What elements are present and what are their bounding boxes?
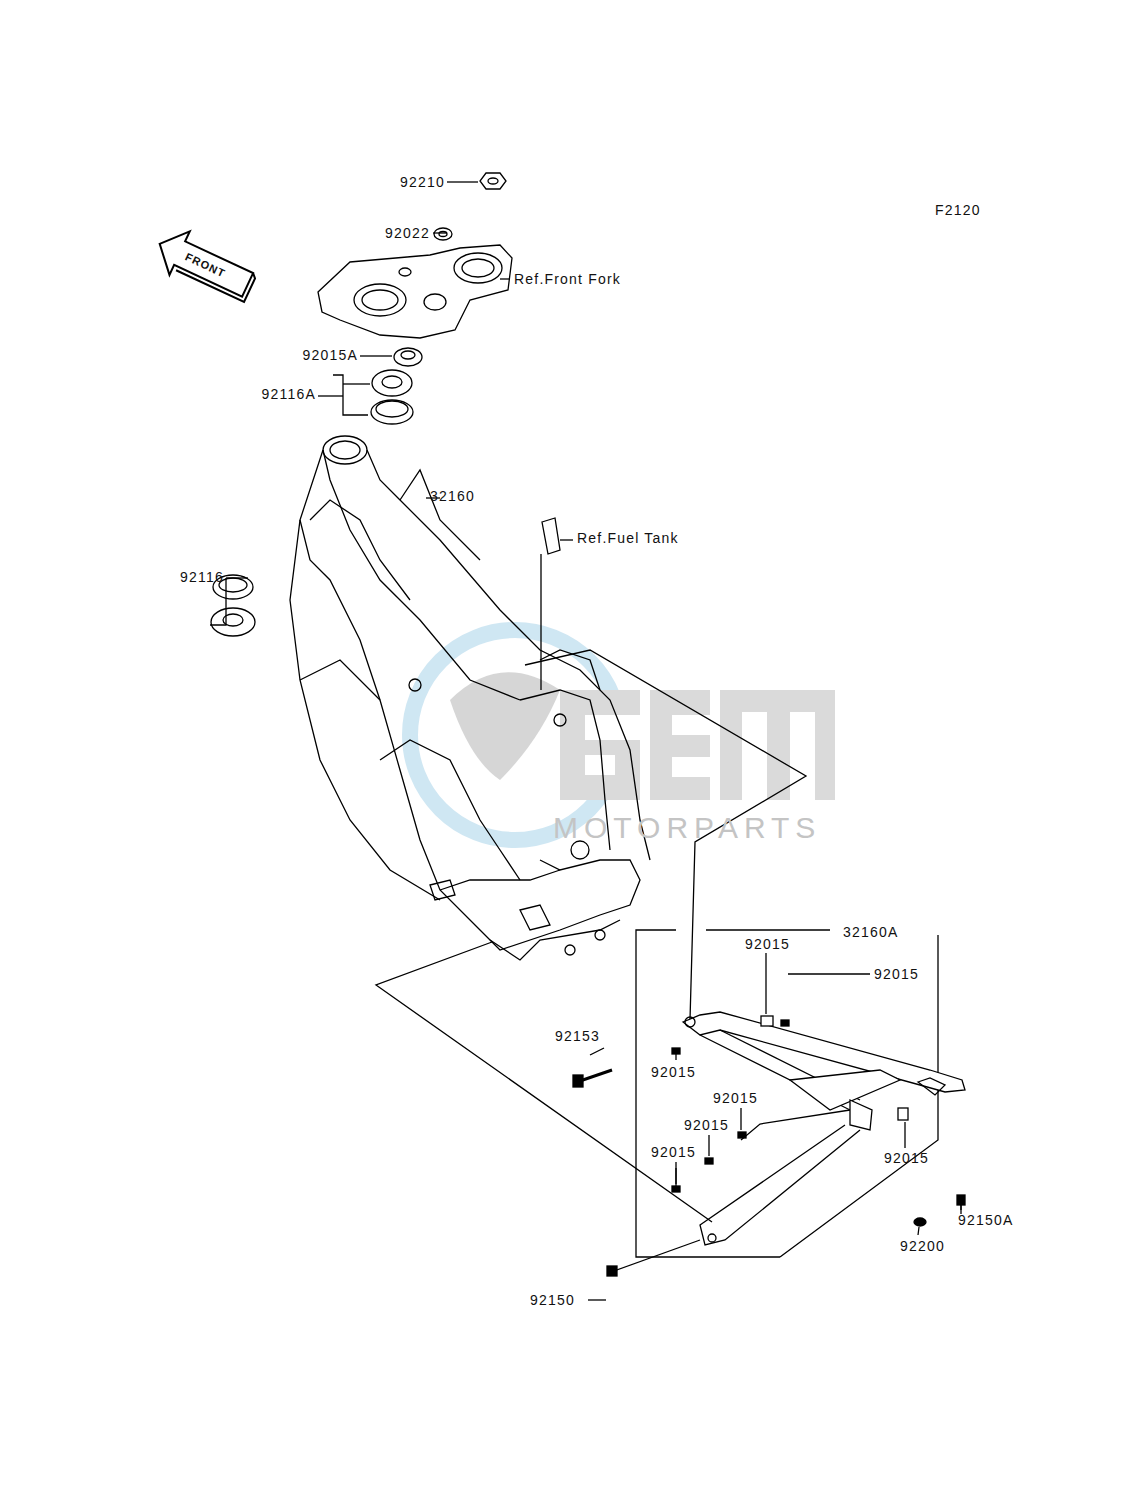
callout-number: 92116A [262,386,316,402]
reference-label: Ref.Fuel Tank [577,530,679,546]
watermark: MOTORPARTS [553,812,821,844]
callout-number: 92153 [555,1028,600,1044]
callout-number: 92015A [303,347,358,363]
callout-number: 92015 [745,936,790,952]
callout-number: 92210 [400,174,445,190]
front-arrow [150,222,262,308]
callout-number: 92116 [180,569,224,585]
callout-number: 92015 [884,1150,929,1166]
callout-number: 92200 [900,1238,945,1254]
callout-number: 92150A [958,1212,1013,1228]
callout-number: 32160A [843,924,898,940]
callout-number: 92015 [651,1144,696,1160]
reference-label: Ref.Front Fork [514,271,621,287]
callout-number: 92150 [530,1292,575,1308]
callout-number: 92015 [713,1090,758,1106]
figure-code: F2120 [935,202,981,218]
callout-number: 92015 [651,1064,696,1080]
line-art [210,173,965,1300]
callout-number: 92022 [385,225,430,241]
callout-number: 32160 [430,488,475,504]
callout-number: 92015 [684,1117,729,1133]
callout-number: 92015 [874,966,919,982]
direction-label: FRONT [182,249,228,282]
